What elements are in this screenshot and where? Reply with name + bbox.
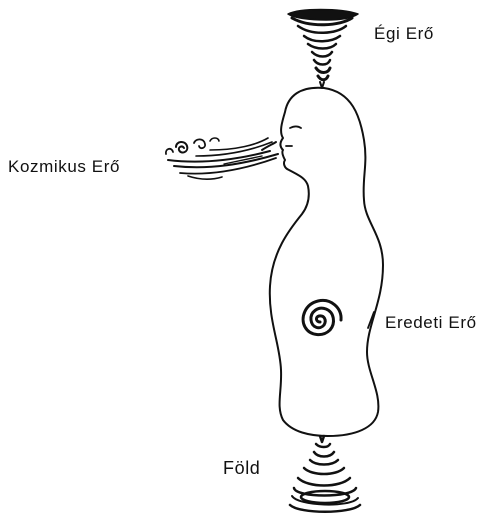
original-force-spiral-icon (303, 300, 341, 334)
human-figure-outline (270, 88, 383, 436)
heaven-force-label: Égi Erő (374, 24, 434, 44)
cosmic-force-wind-icon (166, 138, 278, 179)
face-features (286, 127, 301, 147)
earth-force-vortex-icon (290, 436, 360, 512)
cosmic-force-label: Kozmikus Erő (8, 157, 120, 177)
original-force-label: Eredeti Erő (385, 313, 477, 333)
earth-label: Föld (223, 458, 260, 479)
heaven-force-vortex-icon (288, 10, 358, 89)
